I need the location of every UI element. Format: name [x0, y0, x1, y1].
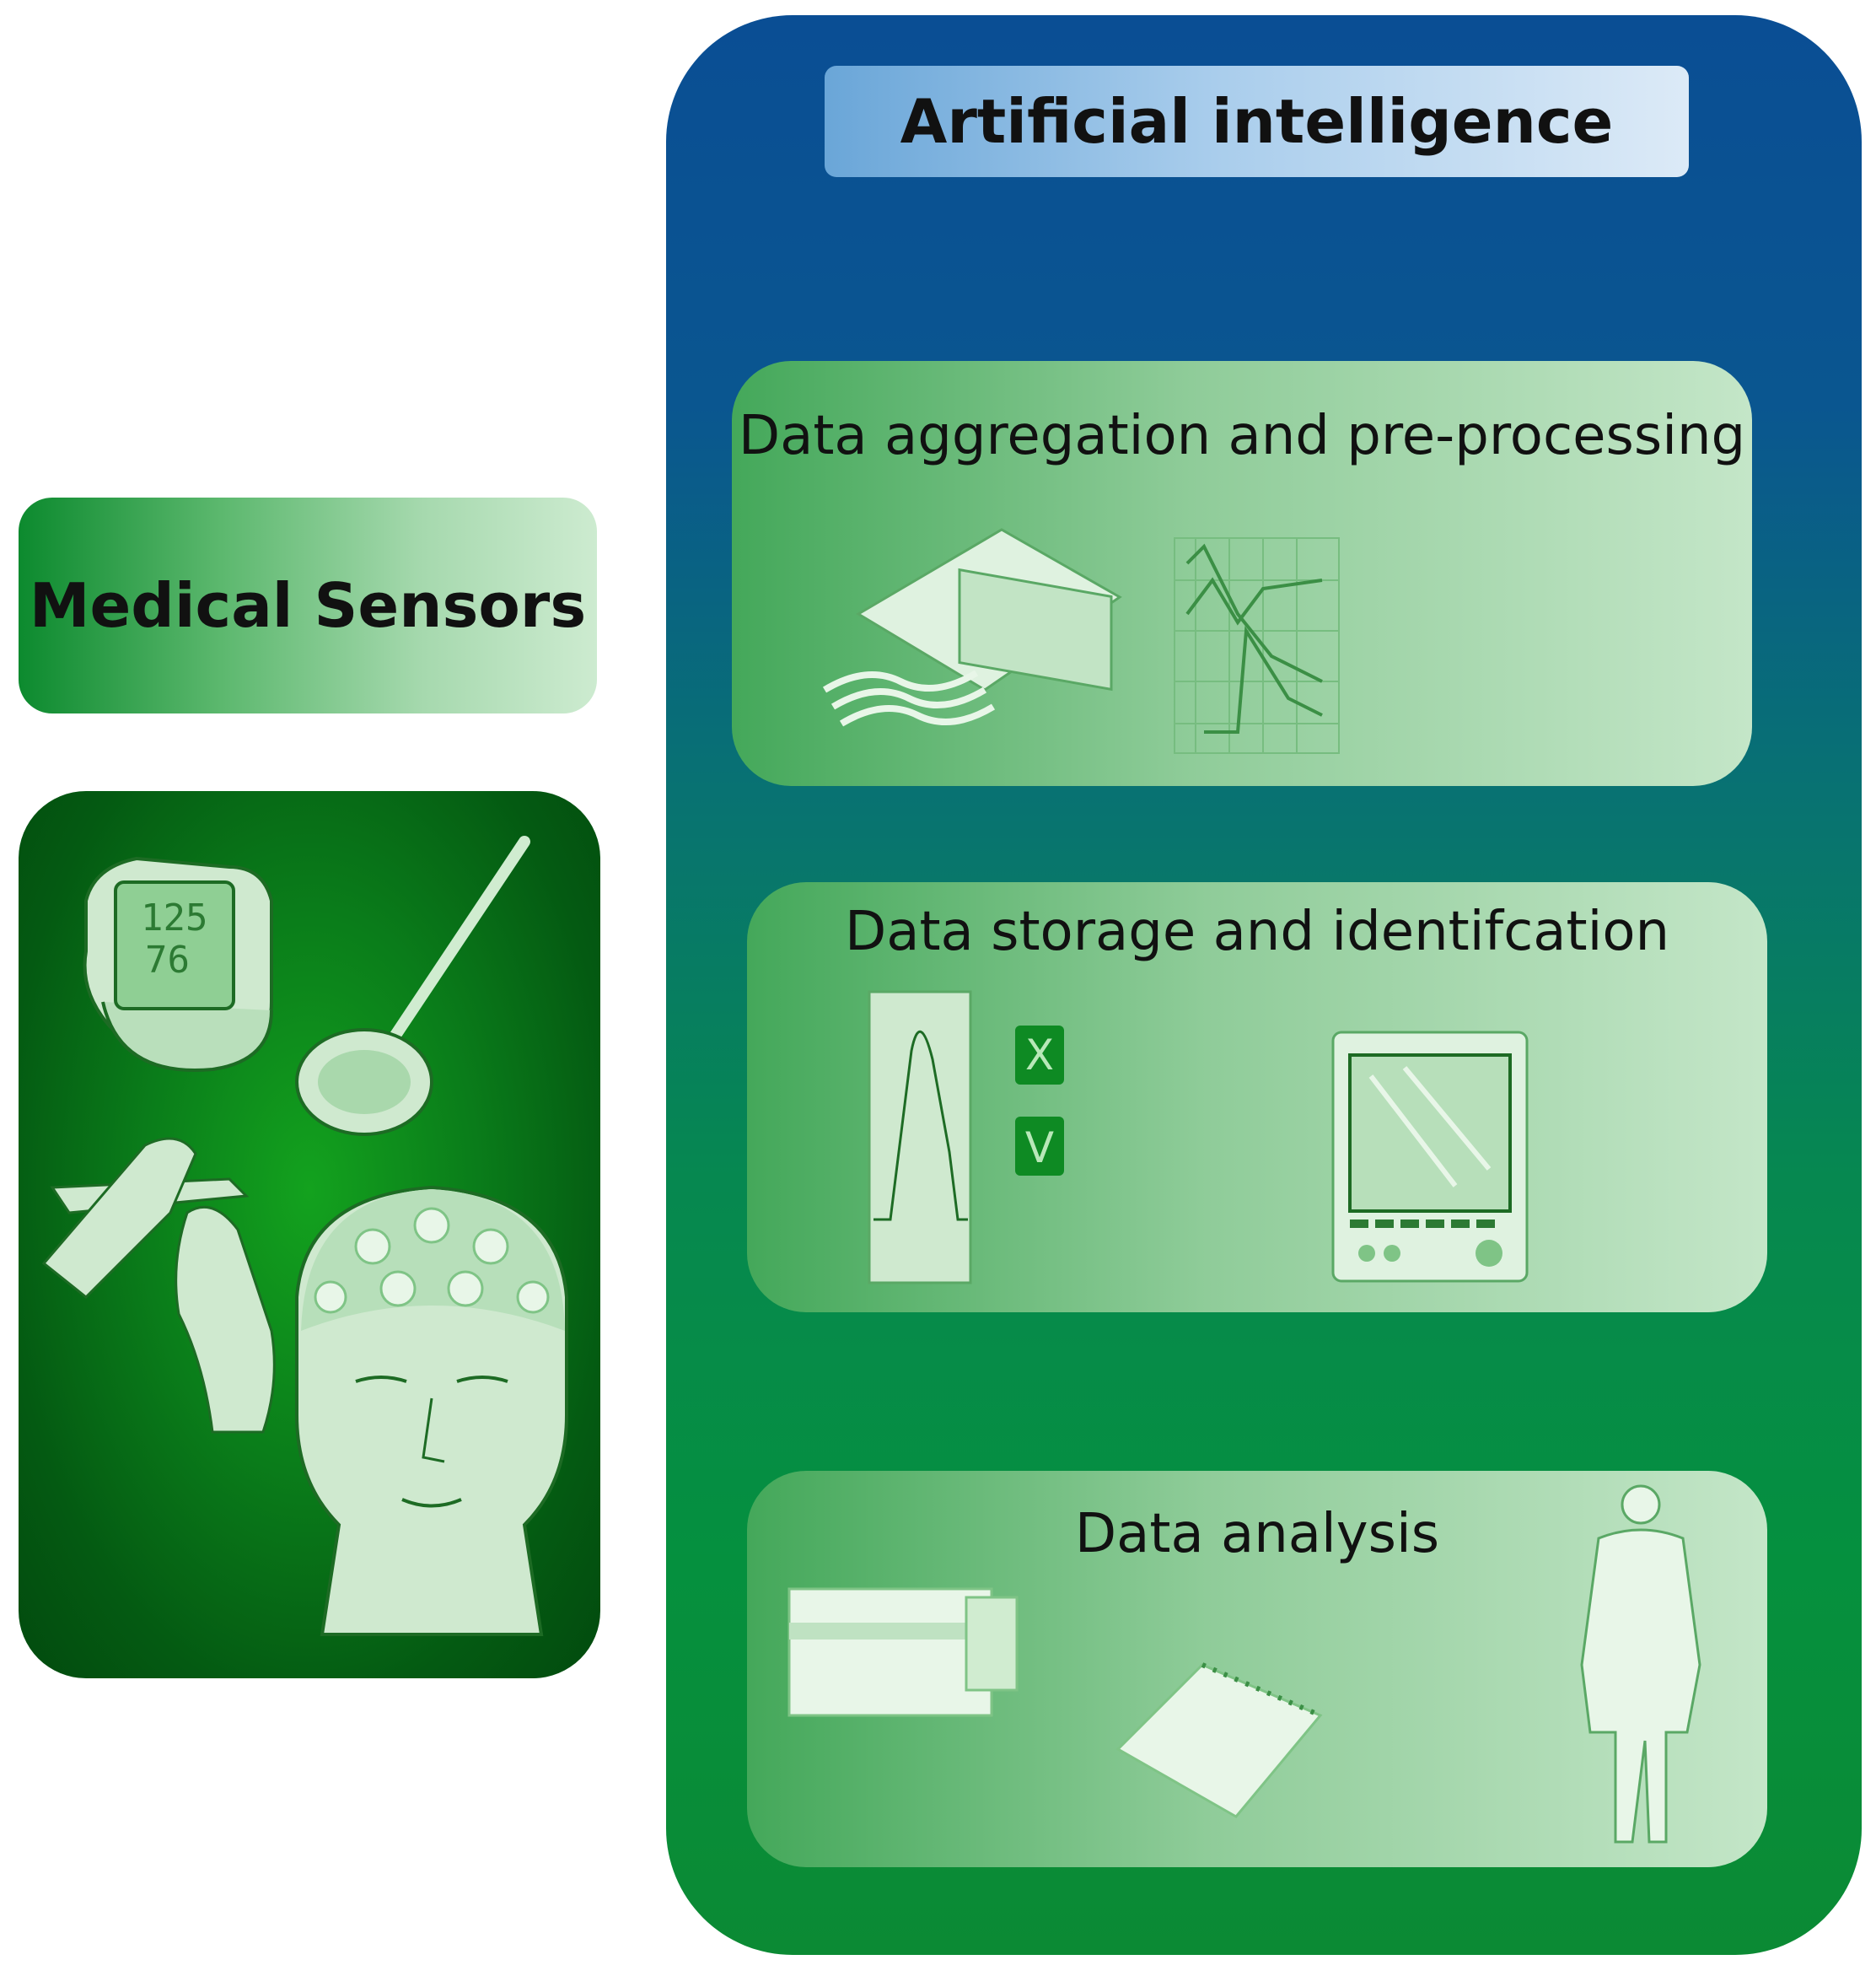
bp-readout-bottom: 76 — [145, 939, 190, 982]
notepad-icon — [1115, 1662, 1323, 1818]
doctor-icon — [1580, 1484, 1701, 1844]
stage-title-aggregation: Data aggregation and pre-processing — [738, 405, 1746, 467]
eeg-head-icon — [295, 1185, 568, 1636]
reject-mark-icon: X — [1015, 1026, 1064, 1085]
stage-data-storage: Data storage and identifcation X V — [747, 882, 1767, 1312]
stacked-records-icon — [787, 1587, 1019, 1717]
stage-data-analysis: Data analysis — [747, 1471, 1767, 1867]
hands-icon — [41, 1137, 276, 1434]
blood-pressure-monitor-icon: 125 76 — [83, 856, 273, 1072]
waveform-chart-icon — [868, 990, 972, 1284]
bp-readout-top: 125 — [141, 896, 207, 940]
mark-x: X — [1025, 1031, 1054, 1080]
ecg-machine-icon — [822, 528, 1122, 727]
medical-sensors-label: Medical Sensors — [19, 498, 597, 713]
artificial-intelligence-title: Artificial intelligence — [900, 86, 1614, 157]
stage-title-analysis: Data analysis — [1074, 1503, 1440, 1565]
artificial-intelligence-label: Artificial intelligence — [825, 66, 1689, 177]
accept-mark-icon: V — [1015, 1117, 1064, 1176]
probe-icon — [295, 836, 530, 1136]
line-graph-icon — [1174, 537, 1340, 754]
medical-sensors-title: Medical Sensors — [29, 570, 587, 641]
monitor-device-icon — [1331, 1031, 1529, 1283]
mark-v: V — [1025, 1123, 1054, 1172]
stage-data-aggregation: Data aggregation and pre-processing — [732, 361, 1752, 786]
medical-sensors-panel: 125 76 — [19, 791, 600, 1678]
stage-title-storage: Data storage and identifcation — [844, 901, 1670, 963]
